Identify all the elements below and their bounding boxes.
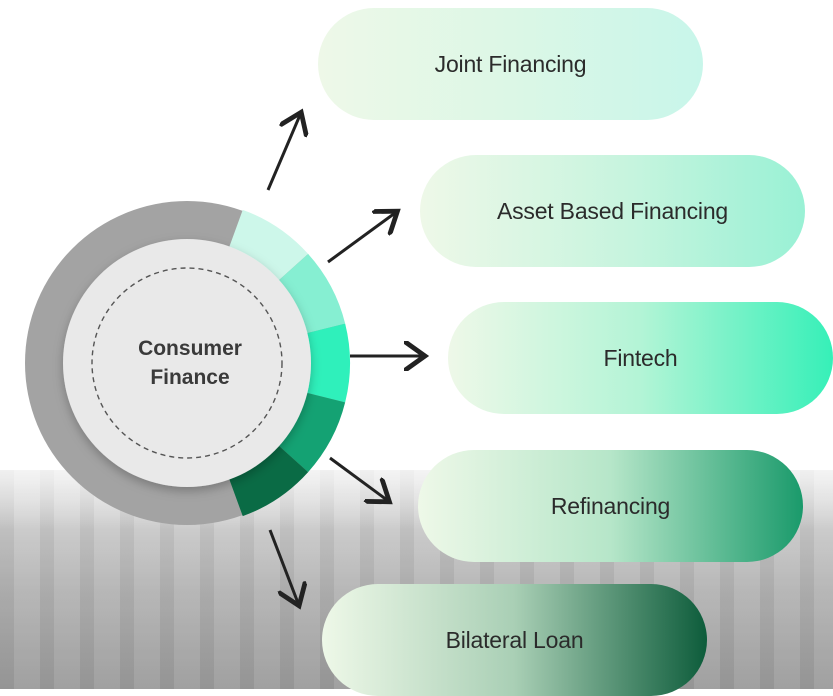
segment-asset-based-financing xyxy=(274,253,346,335)
arrow-refinancing xyxy=(329,456,387,500)
pill-label: Bilateral Loan xyxy=(445,626,584,653)
segment-refinancing xyxy=(274,391,346,473)
dashed-circle xyxy=(91,267,283,459)
arrow-asset-based-financing xyxy=(327,213,395,264)
pill-label: Fintech xyxy=(603,344,678,371)
segment-joint-financing xyxy=(227,209,309,285)
segment-bilateral-loan xyxy=(227,441,309,517)
pill-label: Joint Financing xyxy=(434,50,587,77)
arrows xyxy=(266,115,422,603)
pill-label: Refinancing xyxy=(550,492,671,519)
pill-fintech: Fintech xyxy=(448,302,833,414)
segment-fintech xyxy=(301,323,350,403)
center-label-line2: Finance xyxy=(150,366,230,389)
ring-segments xyxy=(227,209,350,517)
pill-bilateral-loan: Bilateral Loan xyxy=(322,584,707,696)
center-label-line1: Consumer xyxy=(138,337,242,360)
pill-refinancing: Refinancing xyxy=(418,450,803,562)
arrow-bilateral-loan xyxy=(268,529,298,603)
inner-circle xyxy=(63,239,311,487)
center-label: Consumer Finance xyxy=(110,334,270,392)
arrow-joint-financing xyxy=(266,115,300,191)
pill-label: Asset Based Financing xyxy=(496,197,729,224)
pill-joint-financing: Joint Financing xyxy=(318,8,703,120)
pill-asset-based-financing: Asset Based Financing xyxy=(420,155,805,267)
